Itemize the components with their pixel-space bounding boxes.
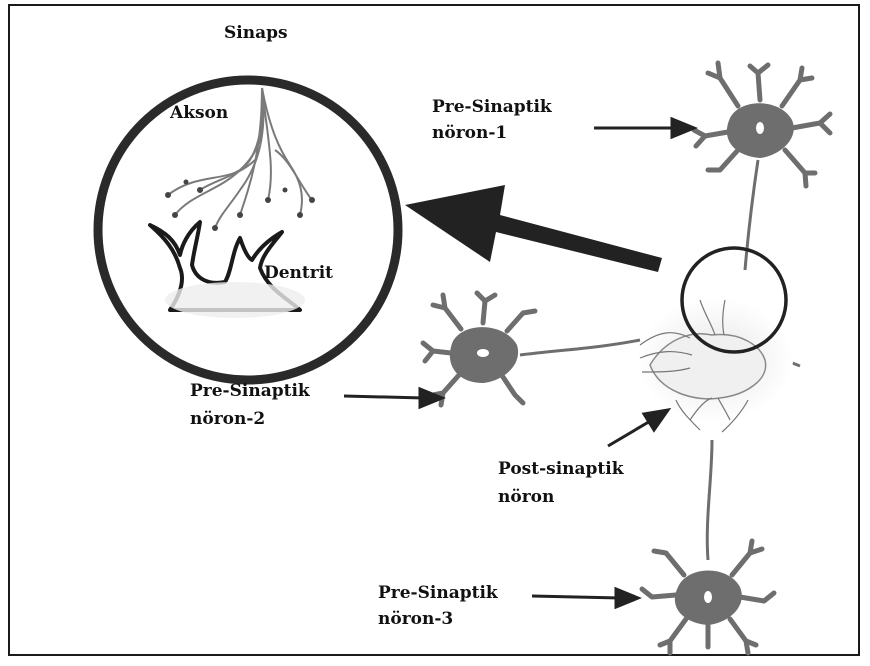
pre-synaptic-1-label-line2: nöron-1	[432, 122, 507, 144]
dendrite-shadow	[165, 282, 305, 318]
magnifier-circle	[98, 80, 398, 380]
magnify-arrow	[405, 185, 662, 272]
synapse-label: Sinaps	[224, 22, 288, 44]
pre-synaptic-neuron-1	[694, 63, 830, 186]
pre-synaptic-1-label-line1: Pre-Sinaptik	[432, 96, 552, 118]
pre-synaptic-3-label-line2: nöron-3	[378, 608, 453, 630]
dendrite-label: Dentrit	[264, 262, 333, 284]
post-synaptic-label-line2: nöron	[498, 486, 554, 508]
pre-synaptic-2-label-line1: Pre-Sinaptik	[190, 380, 310, 402]
post-synaptic-label-line1: Post-sinaptik	[498, 458, 624, 480]
pre-synaptic-neuron-2	[423, 293, 535, 405]
pre-synaptic-3-label-line1: Pre-Sinaptik	[378, 582, 498, 604]
magnified-synapse	[98, 80, 398, 380]
pre-synaptic-2-label-line2: nöron-2	[190, 408, 265, 430]
axon-label: Akson	[170, 102, 228, 124]
